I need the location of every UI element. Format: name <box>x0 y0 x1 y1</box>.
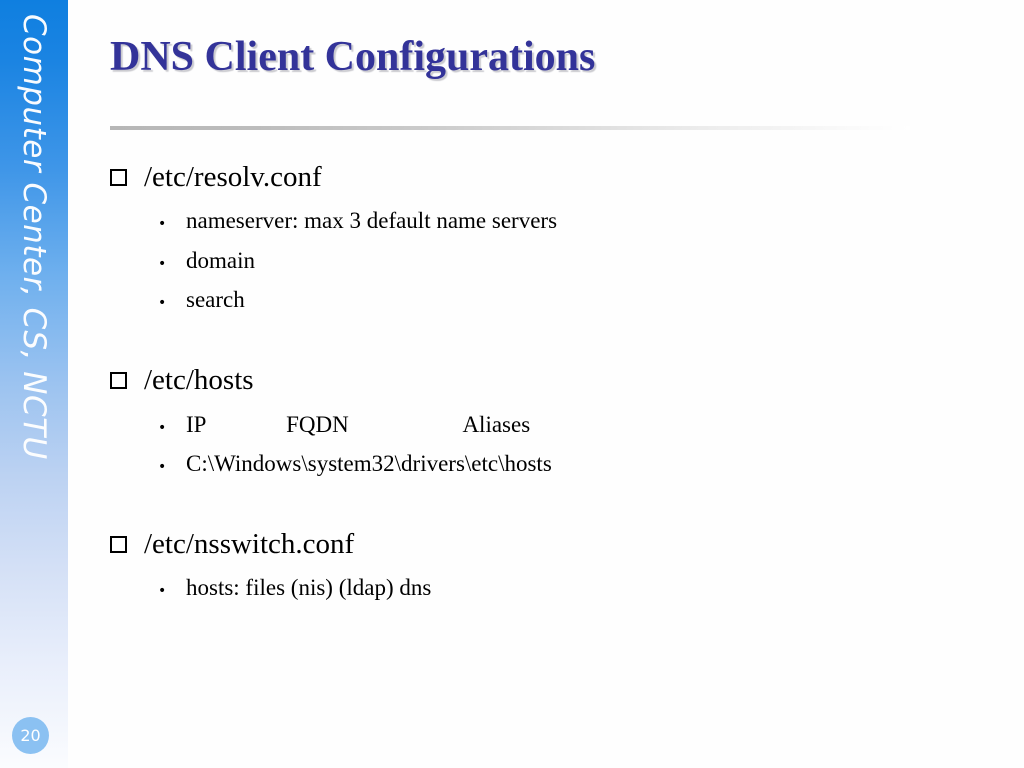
round-dot-bullet-icon: • <box>158 458 167 475</box>
round-dot-bullet-icon: • <box>158 216 167 233</box>
outline-level2: • hosts: files (nis) (ldap) dns <box>158 568 990 607</box>
section-spacer <box>110 345 990 363</box>
outline-level1: /etc/hosts <box>110 363 990 400</box>
round-dot-bullet-icon: • <box>158 583 167 600</box>
slide-body: /etc/resolv.conf • nameserver: max 3 def… <box>110 160 990 608</box>
outline-level2-label: IP FQDN Aliases <box>186 411 531 437</box>
title-divider <box>110 126 910 130</box>
page-number-text: 20 <box>20 725 41 745</box>
outline-level2: • domain <box>158 241 990 280</box>
outline-section: /etc/hosts • IP FQDN Aliases • C:\Window… <box>110 363 990 483</box>
sidebar-label-wrapper: Computer Center, CS, NCTU <box>0 0 68 700</box>
page-number-badge: 20 <box>12 717 49 754</box>
round-dot-bullet-icon: • <box>158 255 167 272</box>
outline-level1: /etc/resolv.conf <box>110 160 990 197</box>
outline-section: /etc/nsswitch.conf • hosts: files (nis) … <box>110 527 990 608</box>
outline-level2: • nameserver: max 3 default name servers <box>158 201 990 240</box>
sidebar-branding-label: Computer Center, CS, NCTU <box>16 14 52 460</box>
outline-section: /etc/resolv.conf • nameserver: max 3 def… <box>110 160 990 319</box>
section-spacer <box>110 509 990 527</box>
outline-level2-label: C:\Windows\system32\drivers\etc\hosts <box>186 450 552 476</box>
outline-level2: • IP FQDN Aliases <box>158 405 990 444</box>
outline-level2-label: domain <box>186 247 255 273</box>
round-dot-bullet-icon: • <box>158 419 167 436</box>
shadowed-square-bullet-icon <box>110 363 144 400</box>
outline-level2-label: hosts: files (nis) (ldap) dns <box>186 575 432 601</box>
outline-level1-label: /etc/resolv.conf <box>144 161 322 193</box>
shadowed-square-bullet-icon <box>110 527 144 564</box>
sidebar-band: Computer Center, CS, NCTU <box>0 0 68 768</box>
round-dot-bullet-icon: • <box>158 294 167 311</box>
slide-title: DNS Client Configurations <box>110 34 596 80</box>
outline-level2: • C:\Windows\system32\drivers\etc\hosts <box>158 444 990 483</box>
outline-level1: /etc/nsswitch.conf <box>110 527 990 564</box>
outline-level1-label: /etc/hosts <box>144 364 254 397</box>
shadowed-square-bullet-icon <box>110 160 144 197</box>
outline-level2: • search <box>158 280 990 319</box>
outline-level2-label: nameserver: max 3 default name servers <box>186 208 558 234</box>
outline-level1-label: /etc/nsswitch.conf <box>144 528 355 561</box>
outline-level2-label: search <box>186 286 245 312</box>
